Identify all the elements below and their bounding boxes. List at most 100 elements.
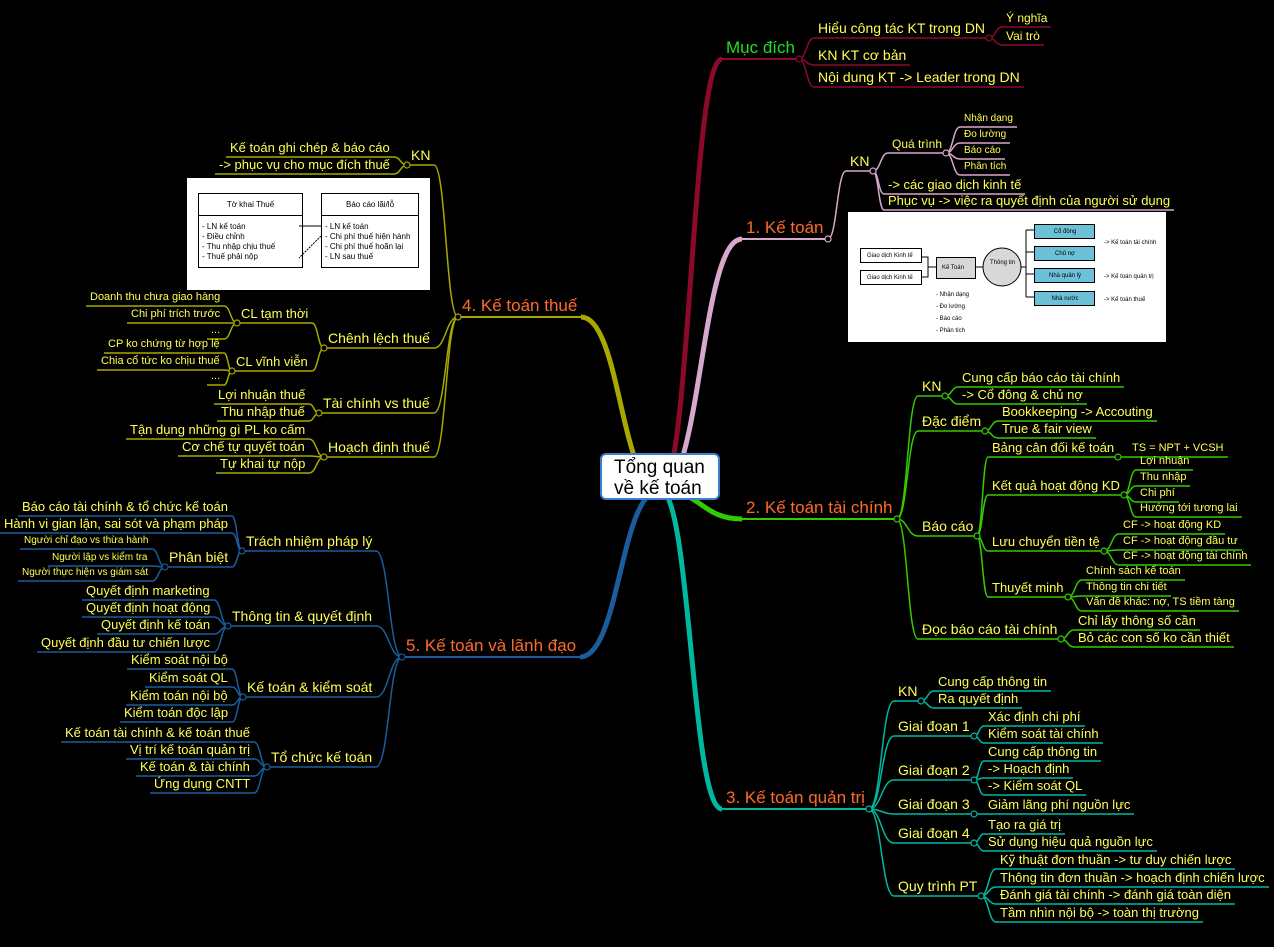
node-qt3c[interactable]: -> Kiểm soát QL — [988, 778, 1083, 793]
node-tc2[interactable]: Đặc điểm — [922, 413, 982, 429]
node-kt1a3[interactable]: Báo cáo — [964, 145, 1001, 156]
node-ld3b[interactable]: Kiểm soát QL — [149, 670, 228, 685]
node-tc3c1[interactable]: CF -> hoạt động KD — [1123, 519, 1222, 531]
node-tc3d2[interactable]: Thông tin chi tiết — [1086, 581, 1167, 593]
node-th2b3[interactable]: ... — [211, 370, 221, 382]
node-ld1c3[interactable]: Người thực hiện vs giám sát — [22, 567, 149, 578]
node-th2b2[interactable]: Chia cổ tức ko chịu thuế — [101, 355, 220, 367]
node-ld1c2[interactable]: Người lập vs kiểm tra — [52, 552, 148, 563]
node-kt1[interactable]: KN — [850, 153, 870, 169]
node-th2a[interactable]: CL tạm thời — [241, 306, 309, 321]
node-tc3d1[interactable]: Chính sách kế toán — [1086, 565, 1181, 577]
node-ld1c[interactable]: Phân biệt — [169, 549, 229, 565]
node-th3b[interactable]: Thu nhập thuế — [221, 404, 305, 419]
node-tc3d3[interactable]: Vấn đề khác: nợ, TS tiềm tàng — [1086, 596, 1235, 608]
node-ld2b[interactable]: Quyết định hoạt động — [86, 600, 211, 615]
node-th2b1[interactable]: CP ko chứng từ hợp lệ — [108, 338, 220, 350]
node-qt[interactable]: 3. Kế toán quản trị — [726, 788, 865, 807]
node-th2b[interactable]: CL vĩnh viễn — [236, 354, 308, 369]
node-md2[interactable]: KN KT cơ bản — [818, 47, 907, 63]
node-qt1a[interactable]: Cung cấp thông tin — [938, 674, 1048, 689]
node-tc1b[interactable]: -> Cổ đông & chủ nợ — [962, 387, 1083, 402]
node-ld4d[interactable]: Ứng dụng CNTT — [154, 776, 251, 791]
node-md1[interactable]: Hiểu công tác KT trong DN — [818, 20, 986, 36]
node-qt2[interactable]: Giai đoạn 1 — [898, 718, 970, 734]
node-tc3a1[interactable]: TS = NPT + VCSH — [1132, 442, 1224, 454]
node-qt5a[interactable]: Tạo ra giá trị — [988, 817, 1061, 832]
node-ld4c[interactable]: Kế toán & tài chính — [140, 759, 250, 774]
node-tc4a[interactable]: Chỉ lấy thông số cần — [1078, 613, 1196, 628]
node-th2a1[interactable]: Doanh thu chưa giao hàng — [90, 291, 221, 303]
node-ld2d[interactable]: Quyết định đầu tư chiến lược — [41, 635, 211, 650]
node-qt5[interactable]: Giai đoạn 4 — [898, 825, 970, 841]
node-md3[interactable]: Nội dung KT -> Leader trong DN — [818, 69, 1020, 85]
node-qt3a[interactable]: Cung cấp thông tin — [988, 744, 1098, 759]
node-kt1c[interactable]: Phục vụ -> việc ra quyết định của người … — [888, 193, 1171, 208]
node-ld1[interactable]: Trách nhiệm pháp lý — [246, 533, 373, 549]
node-ld3[interactable]: Kế toán & kiểm soát — [247, 679, 373, 695]
node-th4a[interactable]: Tận dụng những gì PL ko cấm — [130, 422, 306, 437]
node-qt6[interactable]: Quy trình PT — [898, 878, 978, 894]
node-th1b[interactable]: -> phục vụ cho mục đích thuế — [219, 157, 390, 172]
node-qt1b[interactable]: Ra quyết định — [938, 691, 1019, 706]
node-th1a[interactable]: Kế toán ghi chép & báo cáo — [230, 140, 390, 155]
node-tc1[interactable]: KN — [922, 378, 942, 394]
node-kt1b[interactable]: -> các giao dịch kinh tế — [888, 177, 1022, 192]
node-qt6a[interactable]: Kỹ thuật đơn thuần -> tư duy chiến lược — [1000, 852, 1232, 867]
node-kt1a[interactable]: Quá trình — [892, 137, 943, 151]
node-ld4b[interactable]: Vị trí kế toán quản trị — [130, 742, 250, 757]
node-tc1a[interactable]: Cung cấp báo cáo tài chính — [962, 370, 1121, 385]
node-tc2b[interactable]: True & fair view — [1002, 421, 1092, 436]
node-tc4[interactable]: Đọc báo cáo tài chính — [922, 621, 1058, 637]
node-tc2a[interactable]: Bookkeeping -> Accouting — [1002, 404, 1153, 419]
node-kt1a1[interactable]: Nhận dạng — [964, 113, 1013, 124]
node-qt6d[interactable]: Tầm nhìn nội bộ -> toàn thị trường — [1000, 905, 1199, 920]
node-tc3c2[interactable]: CF -> hoạt động đầu tư — [1123, 535, 1238, 547]
node-th2a2[interactable]: Chi phí trích trước — [131, 308, 221, 320]
node-tc3b1[interactable]: Lợi nhuận — [1140, 455, 1190, 467]
node-tc3b4[interactable]: Hướng tới tương lai — [1140, 502, 1238, 514]
node-ld2[interactable]: Thông tin & quyết định — [232, 608, 373, 624]
node-ld4a[interactable]: Kế toán tài chính & kế toán thuế — [65, 725, 251, 740]
node-ld1b[interactable]: Hành vi gian lận, sai sót và phạm pháp — [4, 516, 229, 531]
node-ld1c1[interactable]: Người chỉ đạo vs thừa hành — [24, 535, 149, 546]
node-ld3a[interactable]: Kiểm soát nội bộ — [131, 652, 228, 667]
node-th4c[interactable]: Tự khai tự nộp — [220, 456, 306, 471]
node-tc3a[interactable]: Bảng cân đối kế toán — [992, 440, 1115, 455]
node-th[interactable]: 4. Kế toán thuế — [462, 296, 578, 315]
node-md[interactable]: Mục đích — [726, 38, 795, 57]
node-qt3b[interactable]: -> Hoạch định — [988, 761, 1070, 776]
node-ld3d[interactable]: Kiểm toán độc lập — [124, 705, 229, 720]
node-ld4[interactable]: Tổ chức kế toán — [271, 749, 373, 765]
node-tc4b[interactable]: Bỏ các con số ko cần thiết — [1078, 630, 1230, 645]
node-th3a[interactable]: Lợi nhuận thuế — [218, 387, 306, 402]
node-ld3c[interactable]: Kiểm toán nội bộ — [130, 688, 228, 703]
node-qt4[interactable]: Giai đoạn 3 — [898, 796, 970, 812]
central-topic[interactable]: Tổng quan về kế toán — [600, 453, 720, 500]
node-qt6c[interactable]: Đánh giá tài chính -> đánh giá toàn diện — [1000, 887, 1231, 902]
node-ld[interactable]: 5. Kế toán và lãnh đạo — [406, 636, 577, 655]
node-qt2b[interactable]: Kiểm soát tài chính — [988, 726, 1099, 741]
node-md1a[interactable]: Ý nghĩa — [1006, 11, 1048, 25]
node-qt3[interactable]: Giai đoạn 2 — [898, 762, 970, 778]
node-th2a3[interactable]: ... — [211, 324, 221, 336]
node-tc3b[interactable]: Kết quả hoạt động KD — [992, 478, 1120, 493]
node-tc3c[interactable]: Lưu chuyển tiền tệ — [992, 534, 1100, 549]
node-qt4a[interactable]: Giảm lãng phí nguồn lực — [988, 797, 1131, 812]
node-kt1a2[interactable]: Đo lường — [964, 129, 1007, 140]
node-md1b[interactable]: Vai trò — [1006, 29, 1040, 43]
node-ld1a[interactable]: Báo cáo tài chính & tổ chức kế toán — [22, 499, 228, 514]
node-th4[interactable]: Hoạch định thuế — [328, 439, 430, 455]
node-qt1[interactable]: KN — [898, 683, 918, 699]
node-tc3d[interactable]: Thuyết minh — [992, 580, 1064, 595]
node-kt1a4[interactable]: Phân tích — [964, 161, 1007, 172]
node-qt2a[interactable]: Xác định chi phí — [988, 709, 1081, 724]
node-tc3b3[interactable]: Chi phí — [1140, 487, 1175, 499]
node-th3[interactable]: Tài chính vs thuế — [323, 395, 430, 411]
node-tc3[interactable]: Báo cáo — [922, 518, 974, 534]
node-qt5b[interactable]: Sử dụng hiệu quả nguồn lực — [988, 834, 1153, 849]
node-tc3b2[interactable]: Thu nhập — [1140, 471, 1187, 483]
node-th1[interactable]: KN — [411, 147, 431, 163]
node-tc3c3[interactable]: CF -> hoạt động tài chính — [1123, 550, 1248, 562]
node-ld2c[interactable]: Quyết định kế toán — [101, 617, 211, 632]
